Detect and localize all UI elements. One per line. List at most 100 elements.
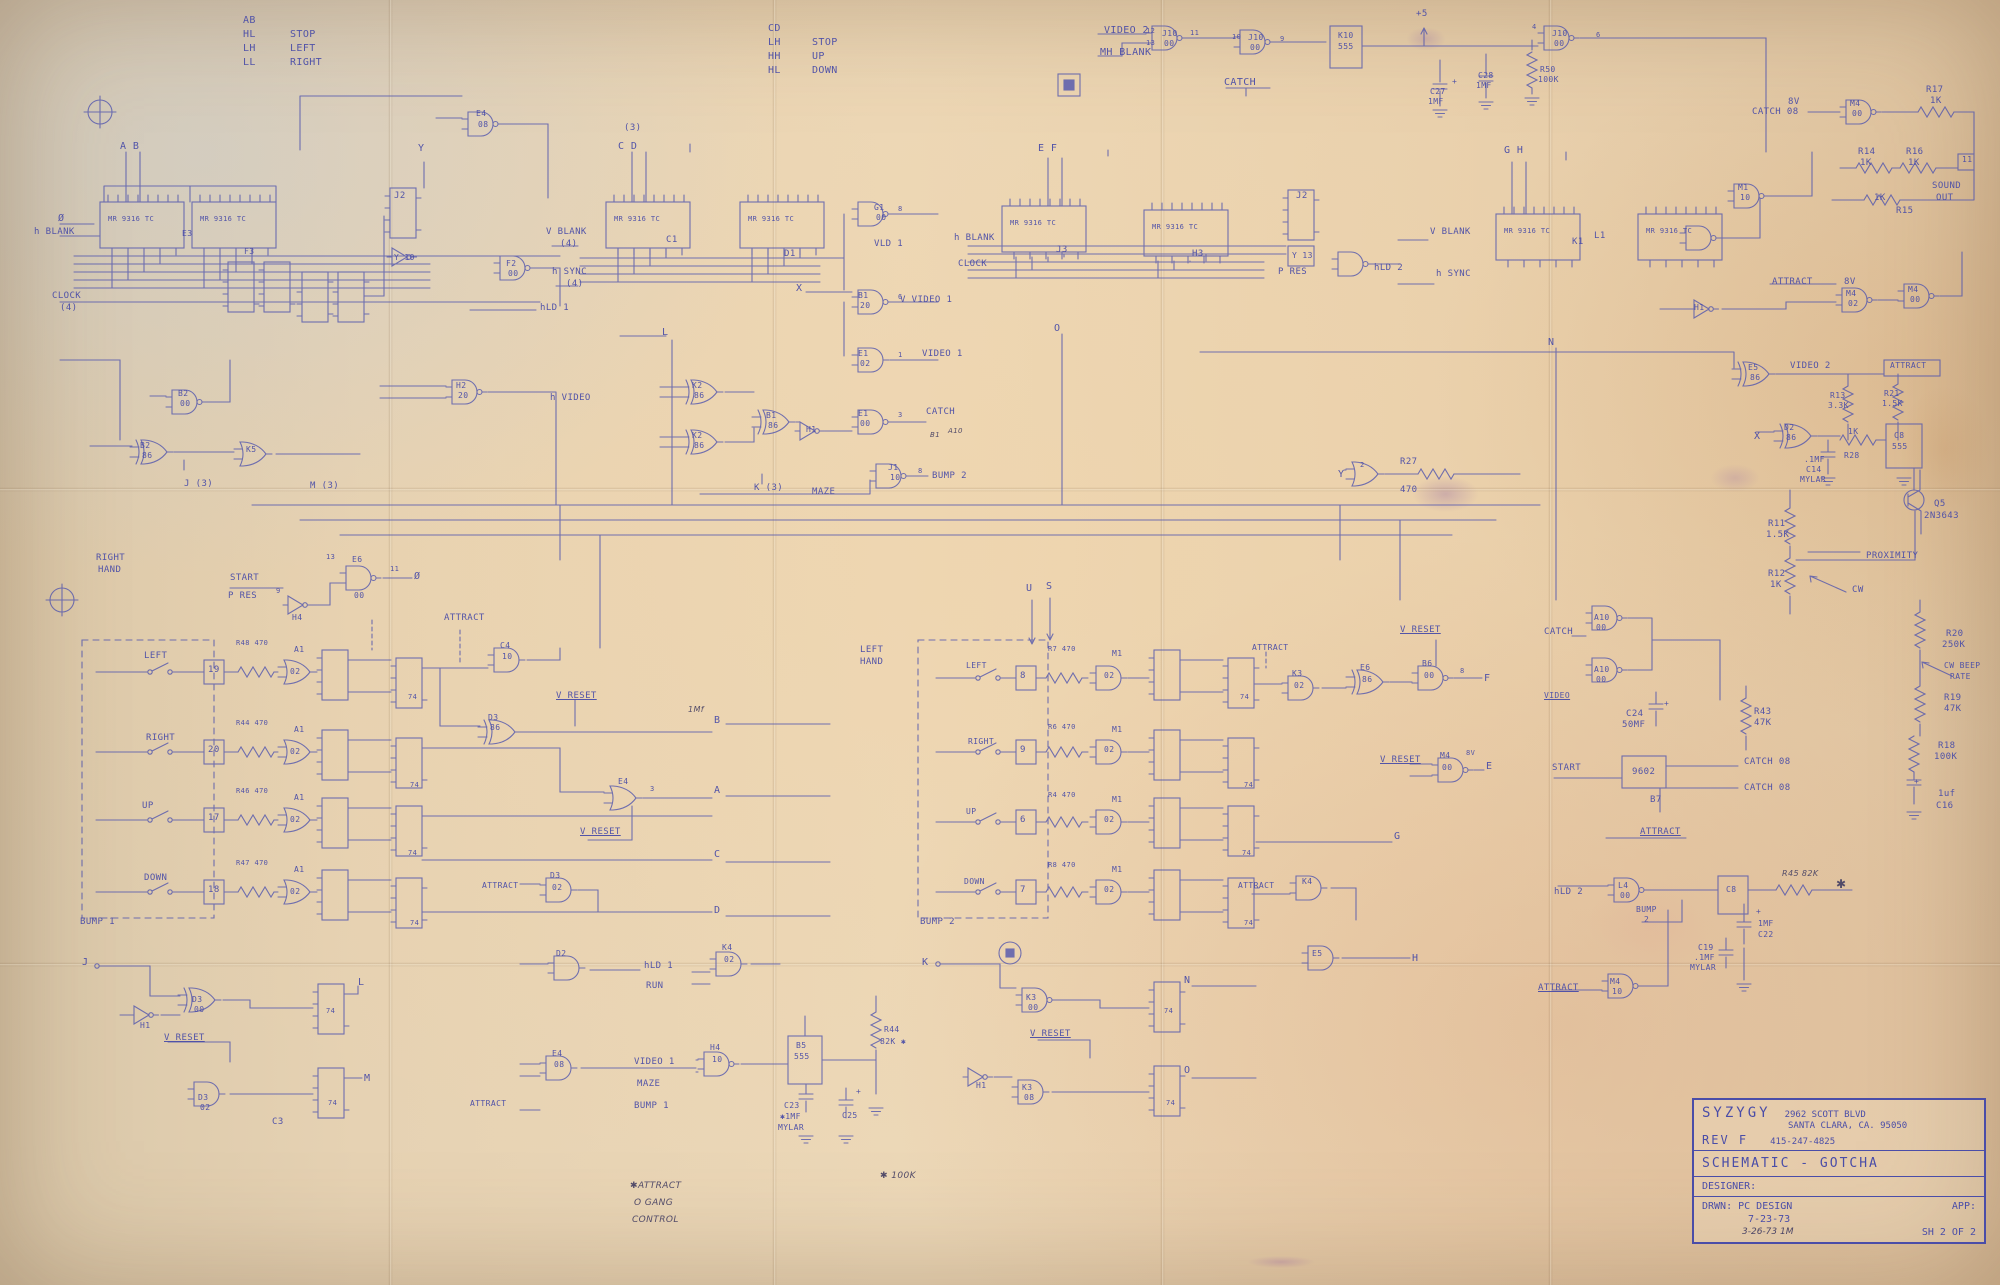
schematic-label: J (3)	[184, 479, 214, 489]
schematic-label: 8	[918, 467, 923, 475]
schematic-label: hLD 2	[1554, 887, 1584, 897]
schematic-label: D2	[556, 949, 567, 958]
schematic-label: STOP	[812, 37, 838, 48]
schematic-label: K4	[1302, 877, 1313, 886]
schematic-label: R8 470	[1048, 861, 1076, 869]
schematic-label: 10	[890, 473, 901, 482]
schematic-label: RIGHT	[968, 737, 995, 746]
schematic-label: (4)	[60, 303, 78, 313]
schematic-label: OUT	[1936, 193, 1954, 203]
schematic-label: START	[230, 573, 260, 583]
schematic-label: E	[1486, 761, 1493, 772]
schematic-label: B6	[1422, 659, 1433, 668]
schematic-label: ATTRACT	[482, 881, 519, 890]
schematic-label: O GANG	[634, 1198, 674, 1208]
schematic-label: E1	[858, 349, 869, 358]
schematic-label: SOUND	[1932, 181, 1962, 191]
schematic-label: E6	[352, 555, 363, 564]
schematic-label: 9	[276, 587, 281, 595]
schematic-label: BUMP 1	[634, 1101, 669, 1111]
schematic-label: R15	[1896, 206, 1914, 216]
schematic-label: (4)	[566, 279, 584, 289]
schematic-label: VIDEO 1	[922, 349, 963, 359]
schematic-label: 1uf	[1938, 789, 1956, 799]
schematic-label: 470	[1400, 485, 1418, 495]
schematic-label: ATTRACT	[1252, 643, 1289, 652]
schematic-label: 00	[354, 591, 365, 600]
schematic-label: C D	[618, 141, 638, 152]
schematic-label: M4	[1908, 285, 1919, 294]
schematic-label: P RES	[228, 591, 258, 601]
schematic-label: 86	[142, 451, 153, 460]
schematic-label: CONTROL	[632, 1215, 679, 1225]
schematic-label: J10	[1248, 33, 1264, 42]
schematic-label: +	[1452, 77, 1458, 86]
schematic-label: C1	[666, 235, 678, 245]
schematic-label: B1	[930, 431, 941, 439]
schematic-label: 1MF	[1758, 919, 1774, 928]
schematic-label: PROXIMITY	[1866, 551, 1919, 561]
schematic-label: L1	[1594, 231, 1606, 241]
schematic-label: C28	[1478, 71, 1494, 80]
schematic-label: M1	[1738, 183, 1749, 192]
schematic-label: 7	[1020, 885, 1026, 895]
schematic-label: LH	[243, 43, 256, 54]
schematic-label: V RESET	[164, 1033, 205, 1043]
schematic-label: 00	[1424, 671, 1435, 680]
approved-label: APP:	[1951, 1201, 1976, 1212]
schematic-label: E3	[182, 229, 193, 238]
schematic-label: CLOCK	[52, 291, 82, 301]
schematic-label: B	[714, 715, 721, 726]
schematic-label: 13	[1146, 39, 1156, 47]
schematic-label: C22	[1758, 930, 1774, 939]
schematic-label: Y	[1338, 469, 1345, 480]
schematic-label: H4	[710, 1043, 721, 1052]
schematic-label: 20	[458, 391, 469, 400]
schematic-label: MYLAR	[1690, 963, 1717, 972]
schematic-label: 9	[1020, 745, 1026, 755]
schematic-label: M (3)	[310, 481, 340, 491]
schematic-label: H4	[292, 613, 303, 622]
schematic-label: C27	[1430, 87, 1446, 96]
schematic-label: J3	[1056, 245, 1068, 255]
schematic-label: MR 9316 TC	[1152, 223, 1199, 231]
schematic-label: V RESET	[556, 691, 597, 701]
schematic-label: 00	[1910, 295, 1921, 304]
schematic-label: MR 9316 TC	[1504, 227, 1551, 235]
schematic-label: R12	[1768, 569, 1786, 579]
schematic-label: 13	[326, 553, 336, 561]
schematic-label: M4	[1440, 751, 1451, 760]
schematic-label: 1MF	[1428, 97, 1444, 106]
schematic-label: +	[1914, 777, 1920, 786]
schematic-label: K5	[246, 445, 257, 454]
schematic-label: E5	[1312, 949, 1323, 958]
schematic-label: O	[1184, 1065, 1191, 1076]
schematic-label: LH	[768, 37, 781, 48]
schematic-label: A	[714, 785, 721, 796]
schematic-label: K2	[692, 381, 703, 390]
schematic-label: 74	[1164, 1007, 1174, 1015]
schematic-label: .1MF	[1694, 953, 1715, 962]
schematic-label: hLD 1	[644, 961, 674, 971]
schematic-label: START	[1552, 763, 1582, 773]
schematic-label: X	[796, 283, 803, 294]
schematic-label: R18	[1938, 741, 1956, 751]
schematic-label: 74	[1244, 781, 1254, 789]
schematic-label: 00	[180, 399, 191, 408]
schematic-label: ✱1MF	[780, 1112, 801, 1121]
schematic-label: h BLANK	[34, 227, 75, 237]
schematic-label: K (3)	[754, 483, 784, 493]
schematic-label: h BLANK	[954, 233, 995, 243]
schematic-label: 10	[1612, 987, 1623, 996]
schematic-label: 18	[208, 885, 220, 895]
drawn-date-handwritten: 3-26-73 1M	[1742, 1227, 1794, 1237]
schematic-label: +5	[1416, 9, 1428, 19]
schematic-label: R28	[1844, 451, 1860, 460]
schematic-label: DOWN	[144, 873, 168, 883]
schematic-label: R16	[1906, 147, 1924, 157]
schematic-label: 00	[1028, 1003, 1039, 1012]
schematic-label: BUMP 2	[920, 917, 955, 927]
schematic-label: 02	[552, 883, 563, 892]
